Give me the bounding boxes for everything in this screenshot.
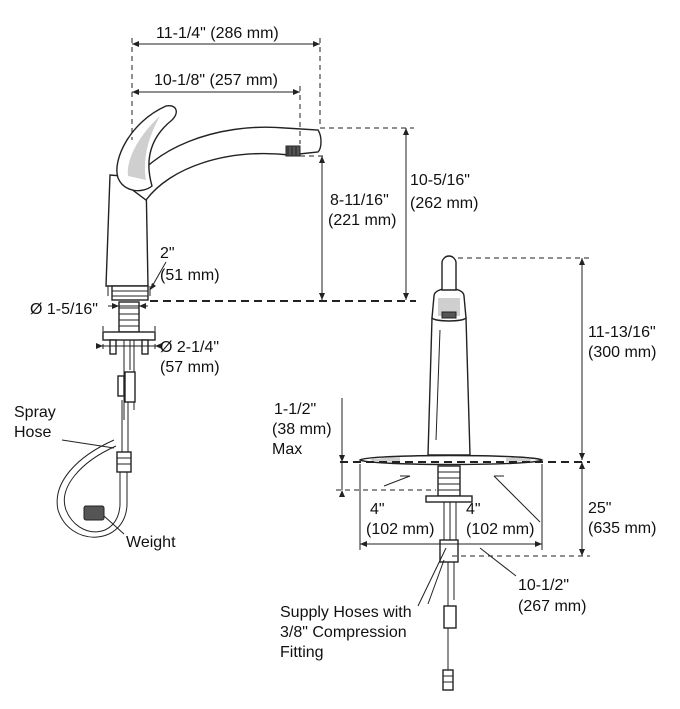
label-below-deck-in: 25"	[588, 500, 611, 517]
label-max-deck-in: 1-1/2"	[274, 401, 316, 418]
mounting-plate	[102, 331, 156, 341]
label-deck-width-mm: (267 mm)	[518, 598, 586, 615]
label-mount-dia-in: Ø 2-1/4"	[160, 339, 219, 356]
label-base-dia-mm: (51 mm)	[160, 267, 220, 284]
label-spray-hose-2: Hose	[14, 424, 51, 441]
front-view-dimensions	[336, 257, 590, 607]
front-body	[427, 317, 471, 456]
label-right-offset-mm: (102 mm)	[466, 521, 534, 538]
label-right-offset-in: 4"	[466, 501, 481, 518]
hose-coupler	[116, 451, 132, 473]
faucet-spout	[129, 126, 322, 201]
label-base-dia-in: 2"	[160, 245, 175, 262]
label-left-offset-in: 4"	[370, 501, 385, 518]
label-supply-3: Fitting	[280, 644, 324, 661]
dimension-labels: 11-1/4" (286 mm) 10-1/8" (257 mm) 8-11/1…	[14, 25, 656, 661]
supply-fitting	[439, 539, 459, 563]
label-hole-dia: Ø 1-5/16"	[30, 301, 98, 318]
hose-weight	[83, 505, 105, 521]
faucet-base-ring	[111, 285, 149, 301]
label-deck-width-in: 10-1/2"	[518, 577, 569, 594]
label-front-height-mm: (300 mm)	[588, 344, 656, 361]
label-weight: Weight	[126, 534, 176, 551]
label-reach: 10-1/8" (257 mm)	[154, 72, 278, 89]
label-max-deck-mm: (38 mm)	[272, 421, 332, 438]
label-spout-height-in: 8-11/16"	[330, 192, 389, 209]
label-left-offset-mm: (102 mm)	[366, 521, 434, 538]
label-spray-hose-1: Spray	[14, 404, 56, 421]
label-below-deck-mm: (635 mm)	[588, 520, 656, 537]
label-total-height-in: 10-5/16"	[410, 172, 470, 189]
spray-hose	[63, 445, 121, 533]
label-spout-height-mm: (221 mm)	[328, 212, 396, 229]
label-width-overall: 11-1/4" (286 mm)	[156, 25, 279, 42]
label-front-height-in: 11-13/16"	[588, 324, 656, 341]
label-supply-2: 3/8" Compression	[280, 624, 407, 641]
side-view-dimensions	[61, 38, 416, 535]
label-max-deck-max: Max	[272, 441, 302, 458]
side-view-faucet	[56, 105, 322, 538]
front-handle	[441, 255, 457, 291]
front-shank	[437, 465, 461, 497]
label-total-height-mm: (262 mm)	[410, 195, 478, 212]
compression-fitting	[442, 669, 454, 691]
label-mount-dia-mm: (57 mm)	[160, 359, 220, 376]
label-supply-1: Supply Hoses with	[280, 604, 412, 621]
